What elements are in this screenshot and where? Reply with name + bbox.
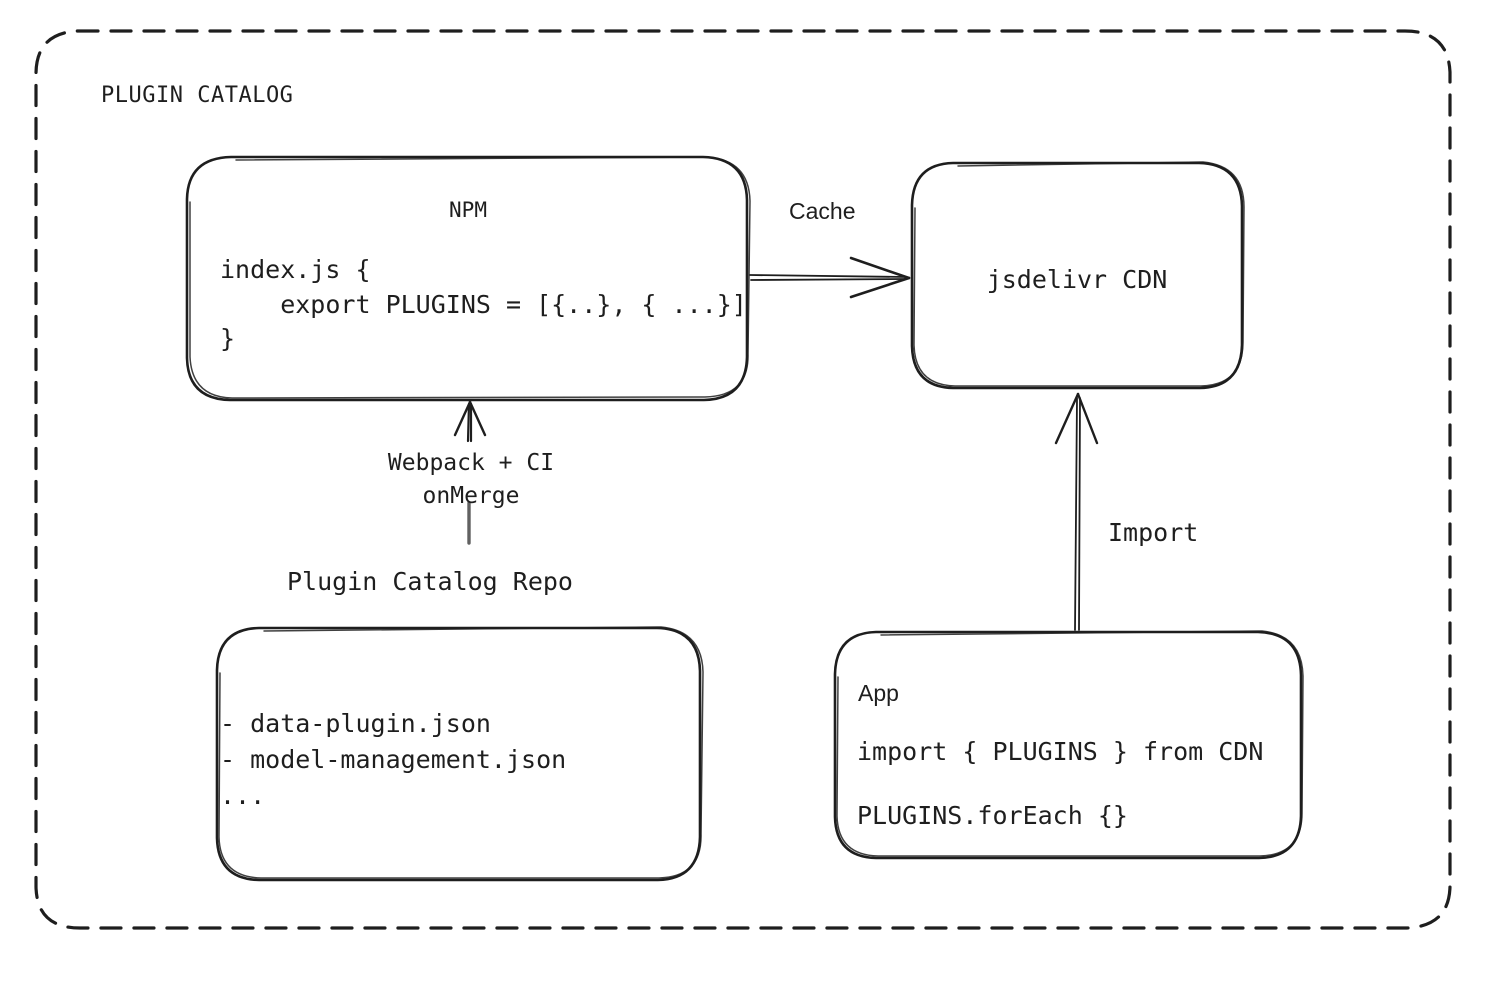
app-node-code-line-1: import { PLUGINS } from CDN bbox=[857, 737, 1264, 766]
cache-arrow bbox=[749, 256, 911, 299]
build-edge-label: Webpack + CI onMerge bbox=[387, 450, 555, 509]
npm-node-code: index.js { export PLUGINS = [{..}, { ...… bbox=[220, 255, 747, 353]
cache-edge-label: Cache bbox=[789, 198, 856, 224]
npm-node-title: NPM bbox=[449, 198, 487, 222]
plugin-catalog-title: PLUGIN CATALOG bbox=[101, 83, 294, 108]
app-node-code-line-2: PLUGINS.forEach {} bbox=[857, 801, 1128, 830]
app-node-title: App bbox=[858, 680, 899, 706]
repo-node-caption: Plugin Catalog Repo bbox=[287, 567, 573, 596]
import-arrow bbox=[1054, 392, 1099, 631]
repo-node-items: - data-plugin.json - model-management.js… bbox=[220, 709, 567, 810]
cdn-node-title: jsdelivr CDN bbox=[986, 265, 1168, 294]
import-edge-label: Import bbox=[1108, 518, 1199, 547]
